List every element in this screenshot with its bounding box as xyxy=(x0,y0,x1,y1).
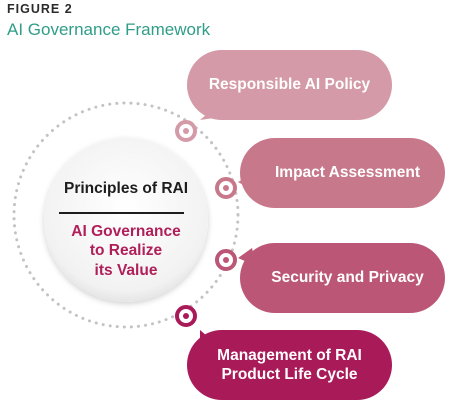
center-subtitle-line: to Realize xyxy=(89,242,163,260)
pill-management-rai xyxy=(187,330,392,400)
dotted-ring xyxy=(12,101,240,329)
figure-label: FIGURE 2 xyxy=(7,2,73,16)
node-4 xyxy=(175,305,197,327)
pill-label-security-and-privacy: Security and Privacy xyxy=(271,269,424,287)
pill-responsible-ai-policy xyxy=(187,50,392,120)
pill-label-management-rai: Management of RAI Product Life Cycle xyxy=(217,346,362,383)
node-1 xyxy=(175,120,197,142)
figure-title: AI Governance Framework xyxy=(7,20,211,39)
pill-security-and-privacy xyxy=(238,243,445,313)
pill-impact-assessment xyxy=(238,138,445,208)
pill-label-impact-assessment: Impact Assessment xyxy=(274,164,421,182)
center-circle xyxy=(44,138,208,302)
node-2 xyxy=(215,177,237,199)
pill-label-responsible-ai-policy: Responsible AI Policy xyxy=(208,76,371,94)
center-subtitle-line: AI Governance xyxy=(71,223,181,240)
center-subtitle: AI Governance to Realize its Value xyxy=(44,222,208,280)
center-title: Principles of RAI xyxy=(63,180,189,197)
center-divider xyxy=(59,212,184,214)
node-3 xyxy=(215,249,237,271)
center-subtitle-line: its Value xyxy=(94,261,158,279)
